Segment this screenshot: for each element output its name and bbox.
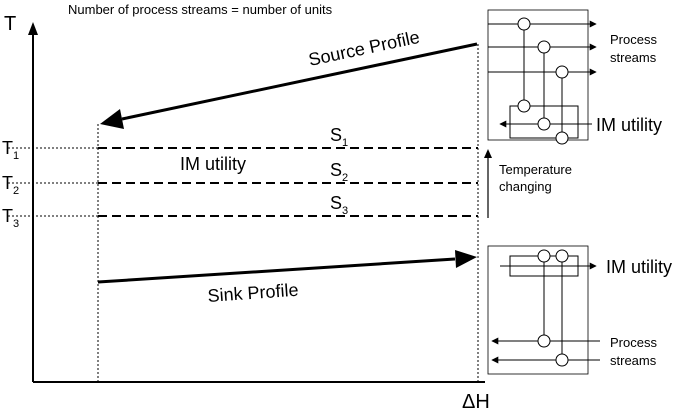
s1-label: S1 [330,125,348,149]
bottom-exchanger-network: IM utility Process streams [487,245,672,375]
top-network-frame [487,9,589,141]
top-exchanger-unit-6 [555,131,569,145]
x-axis-label: ΔH [462,391,490,410]
top-im-utility-label: IM utility [596,115,662,135]
top-exchanger-network: Process streams IM utility [487,9,662,145]
bottom-process-streams-label-2: streams [610,353,657,368]
sink-profile-arrowhead [455,250,477,268]
sink-profile-label: Sink Profile [207,280,299,306]
source-profile: Source Profile [100,27,478,129]
bottom-exchanger-unit-2 [555,249,569,263]
bottom-exchanger-unit-4 [555,353,569,367]
s2-label: S2 [330,160,348,184]
axes: T ΔH [4,13,490,410]
top-exchanger-unit-4 [517,99,531,113]
im-utility-region-label: IM utility [180,154,246,174]
temperature-changing-arrowhead [484,149,492,158]
top-utility-loop [509,105,579,139]
sink-profile: Sink Profile [97,250,477,306]
bottom-exchanger-unit-1 [537,249,551,263]
top-exchanger-unit-2 [537,40,551,54]
source-profile-line [121,42,478,121]
t2-label: T2 [2,173,19,197]
top-process-streams-label-1: Process [610,32,657,47]
top-process-streams-label-2: streams [610,50,657,65]
temperature-changing-label-1: Temperature [499,162,572,177]
t3-label: T3 [2,206,19,230]
top-exchanger-unit-1 [517,17,531,31]
top-exchanger-unit-3 [555,65,569,79]
y-axis-label: T [4,13,16,35]
temperature-levels: T1 T2 T3 S1 S2 S3 IM utility [2,125,478,230]
sink-profile-line [97,257,456,284]
temperature-changing-indicator: Temperature changing [484,149,572,218]
top-exchanger-unit-5 [537,117,551,131]
bottom-process-streams-label-1: Process [610,335,657,350]
source-profile-arrowhead [100,109,124,129]
y-axis-arrowhead [28,22,38,35]
bottom-im-utility-label: IM utility [606,257,672,277]
s3-label: S3 [330,193,348,217]
bottom-exchanger-unit-3 [537,334,551,348]
temperature-changing-label-2: changing [499,179,552,194]
header-caption: Number of process streams = number of un… [68,2,333,17]
t1-label: T1 [2,138,19,162]
source-profile-label: Source Profile [307,27,422,70]
bottom-network-frame [487,245,589,375]
